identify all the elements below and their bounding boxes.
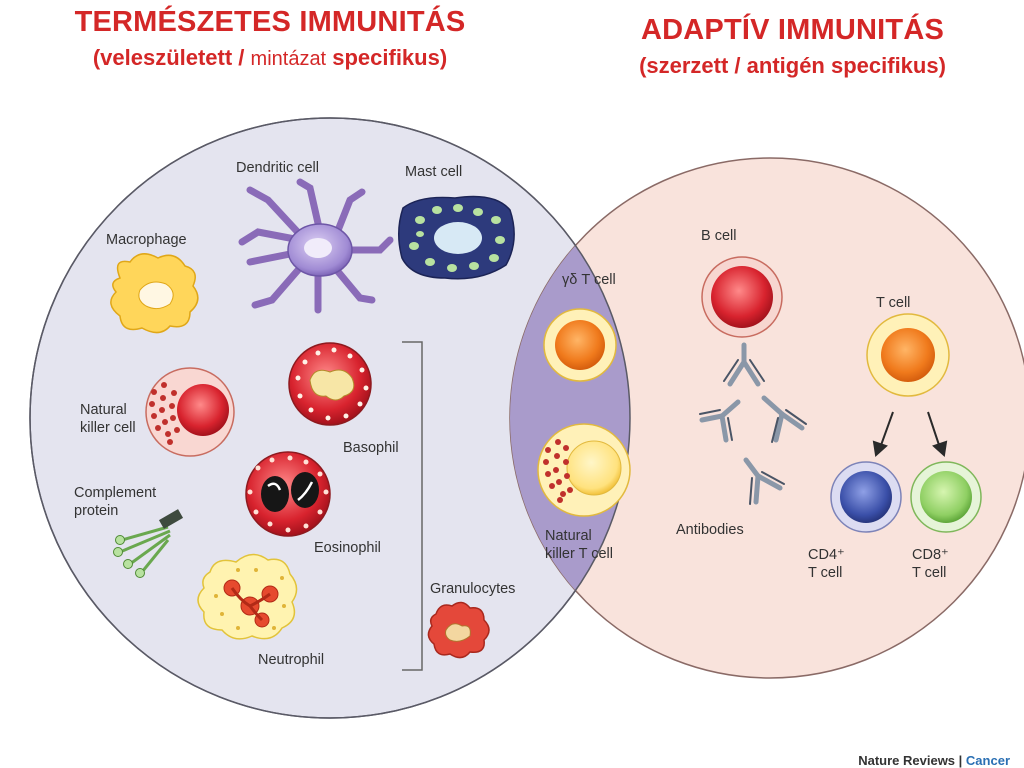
arrow-head-cd8 [932,440,948,457]
label-mast-cell: Mast cell [405,164,462,180]
label-cd8-1: CD8⁺ [912,547,949,563]
label-cd4-2: T cell [808,565,842,581]
neutrophil-granules [214,568,286,630]
label-macrophage: Macrophage [106,232,187,248]
complement-protein [113,509,184,578]
eosinophil [245,451,331,537]
natural-killer-cell [145,367,235,457]
mast-cell [398,195,515,280]
label-neutrophil: Neutrophil [258,652,324,668]
nkt-cell-granules [543,439,573,503]
label-granulocytes: Granulocytes [430,581,515,597]
innate-subtitle-part-1: (veleszületett / [92,45,251,70]
innate-title: TERMÉSZETES IMMUNITÁS [74,6,466,38]
granulocytes-bracket [402,341,423,671]
basophil [288,342,372,426]
gamma-delta-t-cell [543,308,617,382]
antibody-4 [743,457,785,505]
antibody-1 [723,342,765,387]
label-natural-killer-1: Natural [80,402,127,418]
adaptive-subtitle: (szerzett / antigén specifikus) [639,53,946,78]
antibody-3 [761,395,807,443]
cd8-t-cell [910,461,982,533]
label-gamma-delta-t-cell: γδ T cell [562,272,616,288]
adaptive-title: ADAPTÍV IMMUNITÁS [640,14,945,46]
label-cd4-1: CD4⁺ [808,547,845,563]
journal-name: Nature Reviews [858,753,956,768]
neutrophil [197,553,298,640]
label-dendritic-cell: Dendritic cell [236,160,319,176]
granulocyte-icon [427,601,490,659]
antibodies [699,342,807,505]
arrow-to-cd8 [927,411,941,449]
label-basophil: Basophil [343,440,399,456]
journal-section: Cancer [965,753,1010,768]
label-b-cell: B cell [701,228,736,244]
arrow-head-cd4 [872,440,888,457]
nk-cell-granules [149,382,180,445]
arrow-to-cd4 [879,411,894,449]
innate-subtitle-part-3: specifikus) [326,45,448,70]
adaptive-header: ADAPTÍV IMMUNITÁS (szerzett / antigén sp… [565,14,1020,79]
journal-separator: | [955,753,966,768]
t-cell-differentiation-arrows [872,411,948,457]
natural-killer-t-cell [537,423,631,517]
mast-cell-granules [409,204,505,272]
dendritic-cell-processes [238,178,394,314]
cd4-t-cell [830,461,902,533]
innate-subtitle: (veleszületett / mintázat specifikus) [10,45,530,71]
label-nkt-1: Natural [545,528,592,544]
label-complement-1: Complement [74,485,156,501]
label-complement-2: protein [74,503,118,519]
b-cell [701,256,783,338]
label-natural-killer-2: killer cell [80,420,136,436]
macrophage [110,253,199,334]
t-cell [866,313,950,397]
label-nkt-2: killer T cell [545,546,613,562]
label-t-cell: T cell [876,295,910,311]
label-antibodies: Antibodies [676,522,744,538]
journal-credit: Nature Reviews | Cancer [858,753,1010,768]
innate-subtitle-part-2: mintázat [250,48,327,70]
eosinophil-granules [247,455,329,533]
antibody-2 [699,399,741,443]
innate-header: TERMÉSZETES IMMUNITÁS (veleszületett / m… [10,6,530,71]
basophil-granules [295,347,369,421]
innate-circle-outline [29,117,631,719]
dendritic-cell [238,178,394,314]
label-cd8-2: T cell [912,565,946,581]
label-eosinophil: Eosinophil [314,540,381,556]
